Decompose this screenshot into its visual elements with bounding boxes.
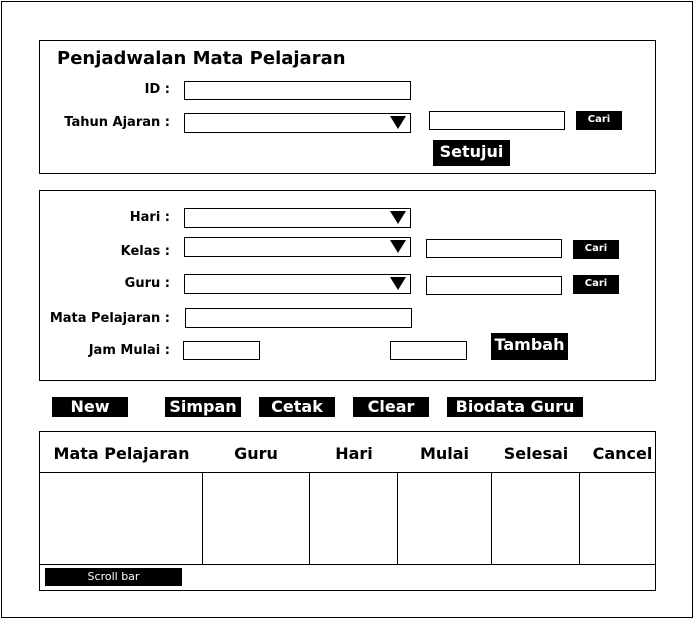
dropdown-arrow-icon bbox=[390, 211, 406, 224]
id-label: ID : bbox=[144, 82, 170, 97]
column-divider bbox=[579, 472, 580, 564]
guru-label: Guru : bbox=[124, 276, 170, 291]
column-header-selesai[interactable]: Selesai bbox=[503, 444, 569, 463]
jam-selesai-input[interactable] bbox=[390, 341, 467, 360]
scrollbar-handle[interactable]: Scroll bar bbox=[45, 568, 182, 586]
hari-label: Hari : bbox=[129, 210, 170, 225]
column-header-guru[interactable]: Guru bbox=[234, 444, 278, 463]
schedule-header-panel bbox=[39, 40, 656, 174]
dropdown-arrow-icon bbox=[390, 277, 406, 290]
simpan-button[interactable]: Simpan bbox=[165, 397, 241, 417]
tahun-ajaran-select[interactable] bbox=[184, 113, 411, 133]
new-button[interactable]: New bbox=[52, 397, 128, 417]
table-header-divider bbox=[39, 472, 656, 473]
tahun-ajaran-search-input[interactable] bbox=[429, 111, 565, 130]
tahun-ajaran-label: Tahun Ajaran : bbox=[64, 115, 170, 130]
guru-cari-button[interactable]: Cari bbox=[573, 275, 619, 294]
column-header-mulai[interactable]: Mulai bbox=[419, 444, 470, 463]
hari-select[interactable] bbox=[184, 208, 411, 228]
column-divider bbox=[309, 472, 310, 564]
column-header-mata-pelajaran[interactable]: Mata Pelajaran bbox=[53, 444, 190, 463]
mata-pelajaran-label: Mata Pelajaran : bbox=[49, 311, 170, 326]
guru-search-input[interactable] bbox=[426, 276, 562, 295]
column-divider bbox=[202, 472, 203, 564]
column-divider bbox=[491, 472, 492, 564]
biodata-guru-button[interactable]: Biodata Guru bbox=[447, 397, 583, 417]
tambah-button[interactable]: Tambah bbox=[491, 333, 568, 360]
kelas-select[interactable] bbox=[184, 237, 411, 257]
jam-mulai-input[interactable] bbox=[183, 341, 260, 360]
kelas-label: Kelas : bbox=[120, 244, 170, 259]
guru-select[interactable] bbox=[184, 274, 411, 294]
mata-pelajaran-input[interactable] bbox=[185, 308, 412, 328]
table-footer-divider bbox=[39, 564, 656, 565]
cari-button[interactable]: Cari bbox=[576, 111, 622, 130]
kelas-cari-button[interactable]: Cari bbox=[573, 240, 619, 259]
setujui-button[interactable]: Setujui bbox=[433, 140, 510, 166]
jam-mulai-label: Jam Mulai : bbox=[88, 343, 170, 358]
id-input[interactable] bbox=[184, 81, 411, 100]
clear-button[interactable]: Clear bbox=[353, 397, 429, 417]
column-divider bbox=[397, 472, 398, 564]
cetak-button[interactable]: Cetak bbox=[259, 397, 335, 417]
column-header-cancel[interactable]: Cancel bbox=[592, 444, 653, 463]
dropdown-arrow-icon bbox=[390, 116, 406, 129]
page-title: Penjadwalan Mata Pelajaran bbox=[57, 48, 346, 69]
dropdown-arrow-icon bbox=[390, 240, 406, 253]
column-header-hari[interactable]: Hari bbox=[335, 444, 373, 463]
kelas-search-input[interactable] bbox=[426, 239, 562, 258]
